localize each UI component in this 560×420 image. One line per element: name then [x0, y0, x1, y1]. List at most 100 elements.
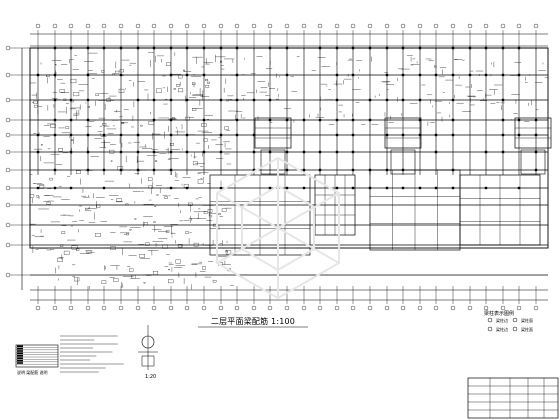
axis-bubble-top	[516, 23, 522, 29]
axis-bubble-top	[433, 23, 439, 29]
axis-bubble-top	[284, 23, 290, 29]
notes-table	[15, 344, 59, 368]
column	[169, 150, 173, 154]
column	[185, 73, 189, 77]
axis-bubble-bottom	[400, 305, 406, 311]
legend-label-3: 梁柱边	[496, 327, 508, 332]
rebar-annotation	[57, 257, 63, 262]
column	[302, 150, 306, 154]
rebar-annotation	[177, 244, 183, 248]
column	[69, 118, 73, 122]
rebar-annotation	[201, 123, 207, 127]
column	[434, 150, 438, 154]
column	[434, 73, 438, 77]
column	[418, 133, 422, 137]
axis-bubble-top	[184, 23, 190, 29]
rebar-annotation	[201, 266, 206, 270]
column	[501, 118, 505, 122]
rebar-annotation	[76, 170, 81, 174]
rebar-annotation	[213, 223, 218, 227]
rebar-annotation	[115, 70, 120, 74]
column	[401, 168, 405, 172]
column	[119, 133, 123, 137]
axis-bubble-bottom	[267, 305, 273, 311]
column	[351, 133, 355, 137]
column	[351, 150, 355, 154]
column	[534, 118, 538, 122]
column	[86, 46, 90, 50]
column	[185, 46, 189, 50]
column	[219, 186, 223, 190]
column	[152, 46, 156, 50]
column	[351, 73, 355, 77]
rebar-annotation	[61, 231, 66, 234]
axis-bubble-bottom	[483, 305, 489, 311]
axis-bubble-bottom	[367, 305, 373, 311]
axis-bubble-left	[5, 117, 11, 123]
rebar-annotation	[192, 108, 197, 111]
rebar-annotation	[126, 232, 129, 236]
column	[335, 98, 339, 102]
column	[202, 73, 206, 77]
axis-bubble-bottom	[52, 305, 58, 311]
column	[285, 46, 289, 50]
notes-swatch	[17, 347, 23, 350]
rebar-annotation	[203, 138, 208, 142]
column	[401, 46, 405, 50]
rebar-annotation	[71, 245, 78, 250]
rebar-annotation	[63, 250, 70, 255]
column	[451, 133, 455, 137]
rebar-annotation	[40, 144, 43, 146]
column	[385, 98, 389, 102]
column	[484, 46, 488, 50]
column	[302, 186, 306, 190]
rebar-annotation	[54, 64, 57, 66]
rebar-annotation	[70, 99, 74, 103]
rebar-annotation	[95, 233, 101, 237]
column	[351, 118, 355, 122]
legend-label-1: 梁柱边	[496, 318, 508, 323]
rebar-annotation	[46, 201, 51, 205]
column	[69, 186, 73, 190]
rebar-annotation	[59, 89, 65, 93]
axis-bubble-top	[218, 23, 224, 29]
rebar-annotation	[218, 262, 223, 266]
rebar-annotation	[109, 149, 115, 154]
rebar-annotation	[63, 98, 67, 101]
column	[534, 150, 538, 154]
rebar-annotation	[106, 98, 111, 102]
column	[53, 186, 57, 190]
axis-bubble-top	[52, 23, 58, 29]
column	[119, 46, 123, 50]
column	[119, 168, 123, 172]
column	[517, 46, 521, 50]
axis-bubble-bottom	[85, 305, 91, 311]
axis-bubble-bottom	[151, 305, 157, 311]
rebar-annotation	[102, 123, 107, 126]
column	[86, 98, 90, 102]
column	[152, 98, 156, 102]
rebar-annotation	[212, 279, 217, 283]
column	[335, 73, 339, 77]
column	[152, 150, 156, 154]
axis-bubble-top	[533, 23, 539, 29]
rebar-annotation	[140, 124, 143, 127]
column	[252, 168, 256, 172]
column	[136, 168, 140, 172]
rebar-annotation	[95, 93, 99, 96]
axis-bubble-bottom	[350, 305, 356, 311]
column	[401, 73, 405, 77]
axis-bubble-left	[5, 167, 11, 173]
core-block	[520, 149, 546, 175]
rebar-annotation	[220, 60, 223, 63]
rebar-annotation	[129, 229, 132, 231]
column	[385, 133, 389, 137]
circle-symbol-icon	[487, 317, 493, 323]
rebar-annotation	[145, 242, 150, 246]
column	[102, 168, 106, 172]
detail-box	[141, 355, 155, 367]
axis-bubble-left	[5, 149, 11, 155]
column	[69, 46, 73, 50]
column	[252, 98, 256, 102]
column	[202, 46, 206, 50]
